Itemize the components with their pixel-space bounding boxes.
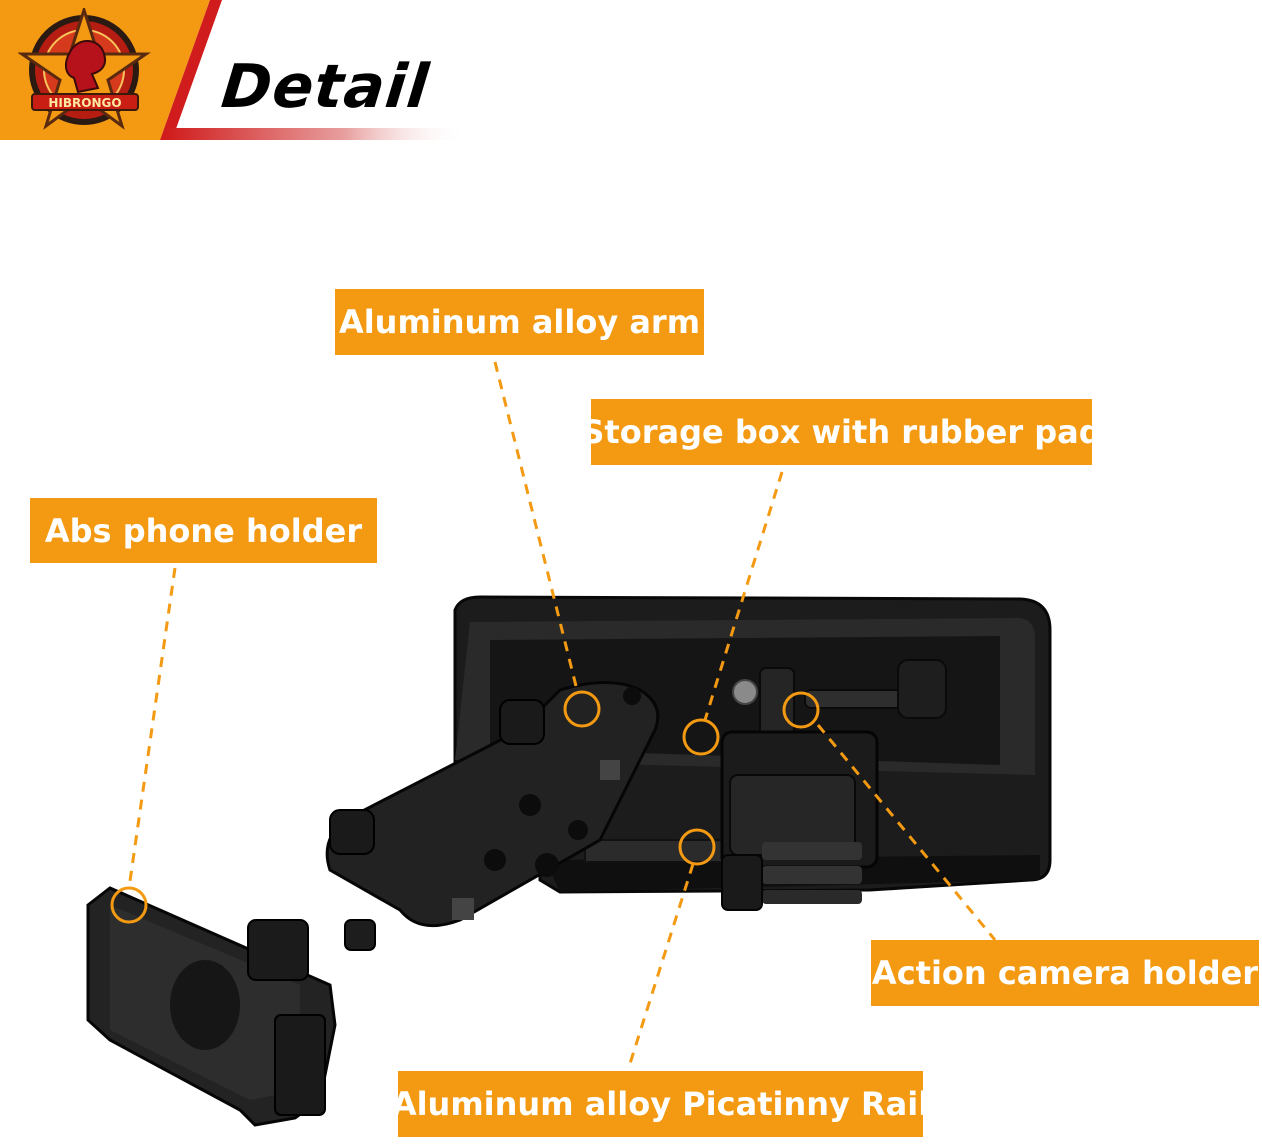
horse-head-icon [64, 40, 106, 94]
marker-camera-holder [782, 691, 820, 729]
leader-lines [127, 361, 997, 1071]
callout-label: Aluminum alloy arm [338, 303, 701, 341]
callout-picatinny-rail: Aluminum alloy Picatinny Rail [392, 1071, 929, 1137]
marker-circles [110, 690, 820, 924]
callout-camera-holder: Action camera holder [871, 940, 1259, 1006]
aluminum-arm [325, 681, 660, 951]
hibrongo-logo: HIBRONGO [18, 8, 151, 130]
callout-label: Aluminum alloy Picatinny Rail [391, 1085, 930, 1123]
leader-line-rail [626, 863, 695, 1071]
marker-rail [678, 828, 716, 866]
leader-line-phone-holder [127, 567, 177, 889]
callout-label: Abs phone holder [44, 511, 363, 550]
header-banner: HIBRONGO Detail [0, 0, 1262, 150]
phone-holder [86, 886, 337, 1127]
leader-line-arm [493, 361, 579, 691]
callout-label: Storage box with rubber pad [581, 413, 1102, 451]
leader-line-storage-box [703, 471, 784, 721]
callout-phone-holder: Abs phone holder [30, 498, 377, 563]
marker-arm [563, 690, 601, 728]
header-red-stripe [160, 0, 222, 140]
svg-text:HIBRONGO: HIBRONGO [48, 96, 121, 110]
callout-aluminum-arm: Aluminum alloy arm [335, 289, 704, 355]
action-camera-mount [720, 659, 947, 911]
marker-storage-box [682, 718, 720, 756]
callout-storage-box: Storage box with rubber pad [581, 399, 1102, 465]
header-underline [166, 128, 466, 140]
callout-label: Action camera holder [871, 954, 1259, 992]
marker-phone-holder [110, 886, 148, 924]
